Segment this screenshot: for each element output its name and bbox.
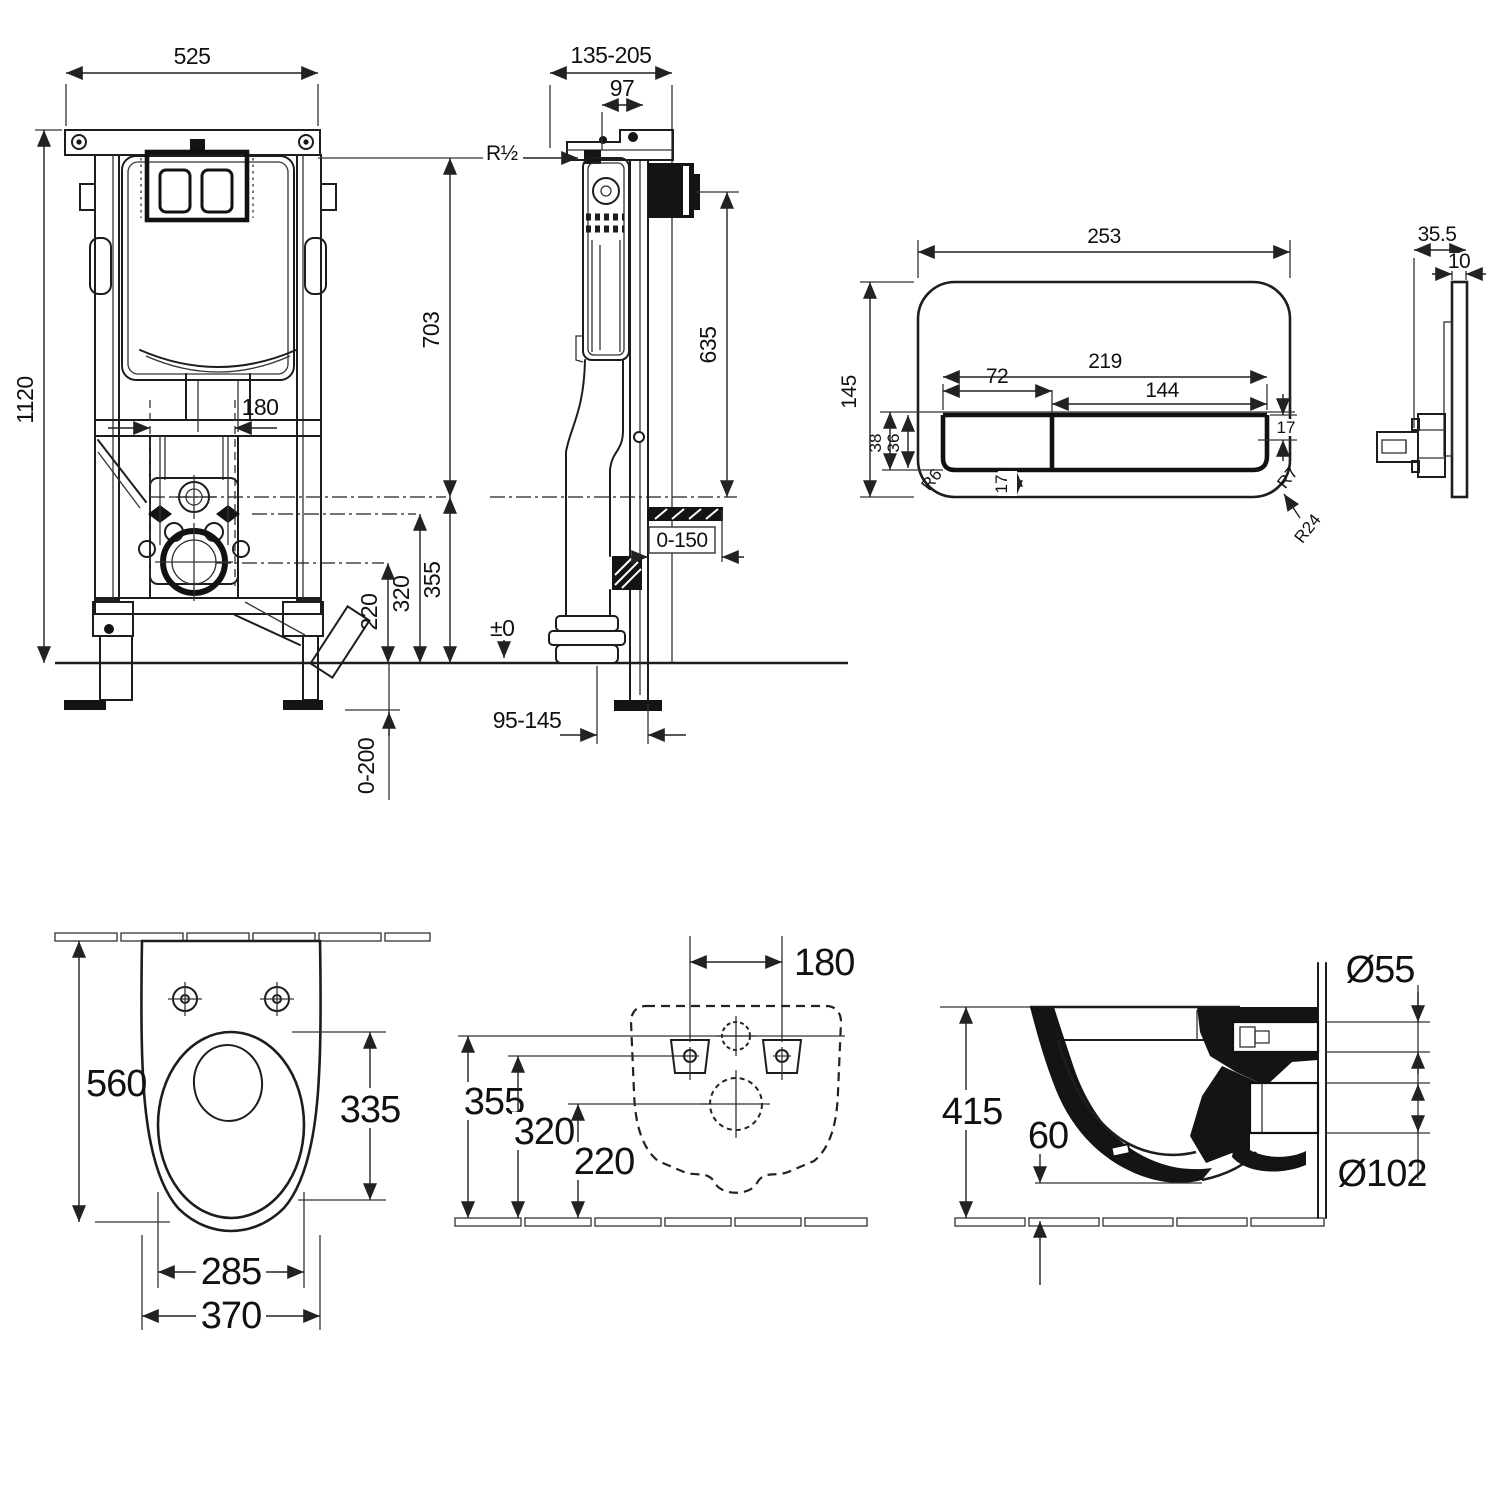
frame-side-view: R½ 0-150 <box>318 42 744 744</box>
label-water-connection: R½ <box>486 142 518 165</box>
dim-frame-foot-range: 0-200 <box>353 738 379 794</box>
dim-rear-bolt-spacing: 180 <box>794 942 854 984</box>
rear-floor-strip <box>454 1217 868 1227</box>
dim-plate-thickness: 10 <box>1448 250 1470 273</box>
pan-top-dimensions: 560 335 285 370 <box>72 941 402 1337</box>
dim-frame-fixing-height: 320 <box>388 576 414 613</box>
dim-top-depth: 97 <box>610 75 635 101</box>
pan-rear-view: 180 355 320 220 <box>454 936 868 1227</box>
dim-frame-width: 525 <box>174 43 211 69</box>
foot-plate-left <box>64 700 106 710</box>
pan-top-view: 560 335 285 370 <box>54 932 431 1337</box>
dim-supply-height: 635 <box>695 327 721 364</box>
pan-connector-flange <box>555 644 619 664</box>
button-recess <box>940 412 1270 473</box>
dim-radius-outer: R24 <box>1291 510 1325 546</box>
dim-seat-width: 285 <box>201 1251 261 1293</box>
outlet-channel <box>1248 1081 1320 1135</box>
dim-outlet-depth-range: 0-150 <box>656 529 707 552</box>
foot-plate-right <box>283 700 323 710</box>
dim-plate-width: 253 <box>1087 225 1121 248</box>
dim-right-inset: 17 <box>1277 418 1296 437</box>
dim-cutout-width: 219 <box>1088 350 1122 373</box>
flush-plate-side-view: 35.5 10 <box>1376 223 1486 499</box>
label-floor-level: ±0 <box>490 615 514 641</box>
dim-rear-outlet-height: 220 <box>574 1141 634 1183</box>
pan-side-dimensions: 415 60 Ø55 Ø102 <box>940 949 1430 1285</box>
dim-frame-bolt-spacing: 180 <box>242 394 279 420</box>
seat-outline <box>156 1030 306 1220</box>
plate-side-dimensions: 35.5 10 <box>1413 223 1486 428</box>
dim-outer-band: 38 <box>866 434 885 453</box>
dim-plate-height: 145 <box>838 375 861 409</box>
dim-pipe-wall-distance: 95-145 <box>493 707 562 733</box>
dim-pan-height: 415 <box>942 1091 1002 1133</box>
dim-total-depth: 35.5 <box>1418 223 1457 246</box>
bowl-opening <box>192 1044 264 1122</box>
pan-rear-outline <box>629 1004 843 1194</box>
flush-plate-dimensions: 253 145 219 72 144 38 36 17 17 R6 <box>838 225 1325 547</box>
dim-pan-width: 370 <box>201 1295 261 1337</box>
frame-front-view: 525 1120 180 355 320 220 0-200 <box>12 43 848 800</box>
frame-front-dimensions: 525 1120 180 355 320 220 0-200 <box>12 43 457 800</box>
side-floor-strip <box>954 1217 1325 1227</box>
dim-floor-clearance: 60 <box>1028 1115 1068 1157</box>
dim-bottom-inset: 17 <box>992 475 1011 494</box>
dim-seat-opening-length: 335 <box>340 1089 400 1131</box>
dim-frame-depth-range: 135-205 <box>571 42 652 68</box>
dim-cistern-top-height: 703 <box>418 312 444 349</box>
fixing-holes <box>168 982 294 1016</box>
plunger-mechanism <box>1376 431 1419 463</box>
pan-body-outline <box>140 939 322 1233</box>
dim-small-button: 72 <box>986 365 1008 388</box>
dim-frame-height: 1120 <box>12 376 38 423</box>
dim-inner-band: 36 <box>884 434 903 453</box>
flush-plate-outline <box>916 280 1292 499</box>
flush-plate-front-view: 253 145 219 72 144 38 36 17 17 R6 <box>838 225 1325 547</box>
dim-frame-outlet-height: 220 <box>356 594 382 631</box>
pan-rear-dimensions: 180 355 320 220 <box>458 936 855 1218</box>
dim-rear-fixing-height: 320 <box>514 1111 574 1153</box>
pan-side-view: 415 60 Ø55 Ø102 <box>940 949 1430 1285</box>
depth-adjust-bracket <box>309 605 371 679</box>
pan-back-mass <box>1197 1007 1318 1086</box>
foot-plate-side <box>614 700 662 711</box>
frame-side-dimensions: 135-205 97 703 635 ±0 95-145 <box>418 42 739 744</box>
plate-side-profile <box>1450 280 1469 499</box>
dim-inlet-diameter: Ø55 <box>1346 949 1415 991</box>
fixing-lugs <box>669 1039 803 1080</box>
dim-large-button: 144 <box>1145 379 1179 402</box>
dim-frame-inlet-height: 355 <box>419 562 445 599</box>
dim-outlet-diameter: Ø102 <box>1338 1153 1427 1195</box>
dim-pan-length: 560 <box>86 1063 146 1105</box>
